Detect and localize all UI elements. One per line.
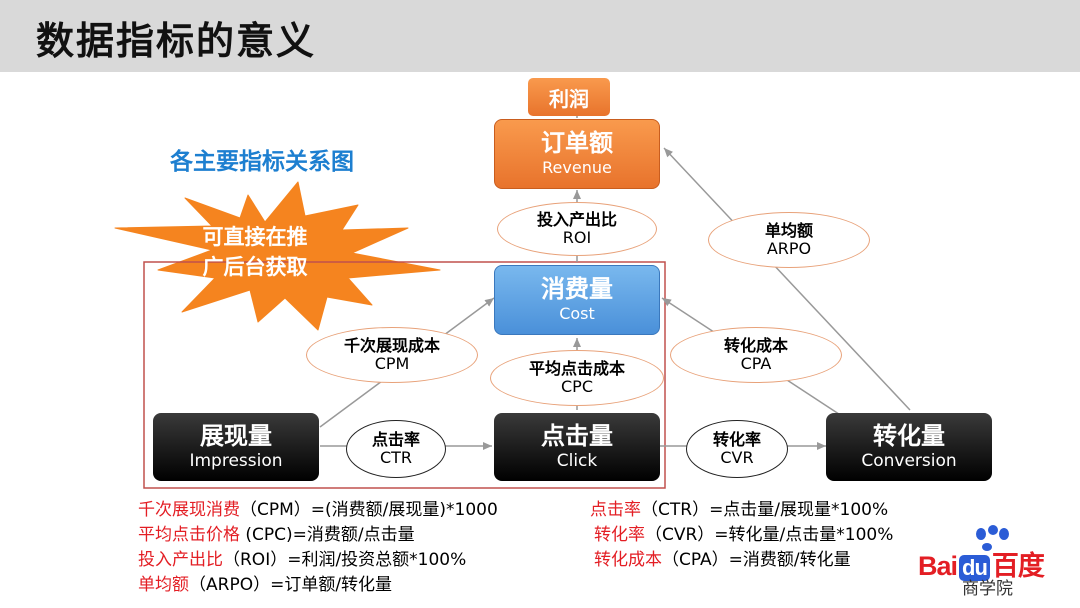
conversion-node: 转化量 Conversion (826, 413, 992, 481)
impression-node: 展现量 Impression (153, 413, 319, 481)
backend-available-frame (143, 261, 666, 489)
page-title: 数据指标的意义 (36, 19, 317, 63)
formula-ctr: 点击率（CTR）=点击量/展现量*100% (590, 500, 889, 520)
formula-cpm: 千次展现消费（CPM）=(消费额/展现量)*1000 (138, 500, 498, 520)
header-bar: 数据指标的意义 (0, 0, 1080, 72)
cost-node: 消费量 Cost (494, 265, 660, 335)
formula-roi: 投入产出比（ROI）=利润/投资总额*100% (138, 550, 467, 570)
cvr-oval: 转化率 CVR (686, 420, 788, 478)
baidu-school-label: 商学院 (962, 579, 1013, 599)
roi-oval: 投入产出比 ROI (497, 202, 657, 256)
revenue-node: 订单额 Revenue (494, 119, 660, 189)
cpm-oval: 千次展现成本 CPM (306, 327, 478, 383)
ctr-oval: 点击率 CTR (346, 420, 446, 478)
arpo-oval: 单均额 ARPO (708, 212, 870, 268)
arrow-conversion-revenue (663, 147, 911, 411)
formula-cvr: 转化率（CVR）=转化量/点击量*100% (594, 525, 894, 545)
formula-arpo: 单均额（ARPO）=订单额/转化量 (138, 575, 393, 595)
diagram-subtitle: 各主要指标关系图 (170, 149, 354, 175)
profit-label: 利润 (528, 78, 610, 116)
cpa-oval: 转化成本 CPA (670, 327, 842, 383)
formula-cpc: 平均点击价格 (CPC)=消费额/点击量 (138, 525, 415, 545)
starburst-shape (114, 181, 441, 331)
paw-icon (976, 525, 1009, 551)
starburst-label: 可直接在推 广后台获取 (202, 225, 308, 280)
click-node: 点击量 Click (494, 413, 660, 481)
cpc-oval: 平均点击成本 CPC (490, 350, 664, 406)
formula-cpa: 转化成本（CPA）=消费额/转化量 (594, 550, 851, 570)
